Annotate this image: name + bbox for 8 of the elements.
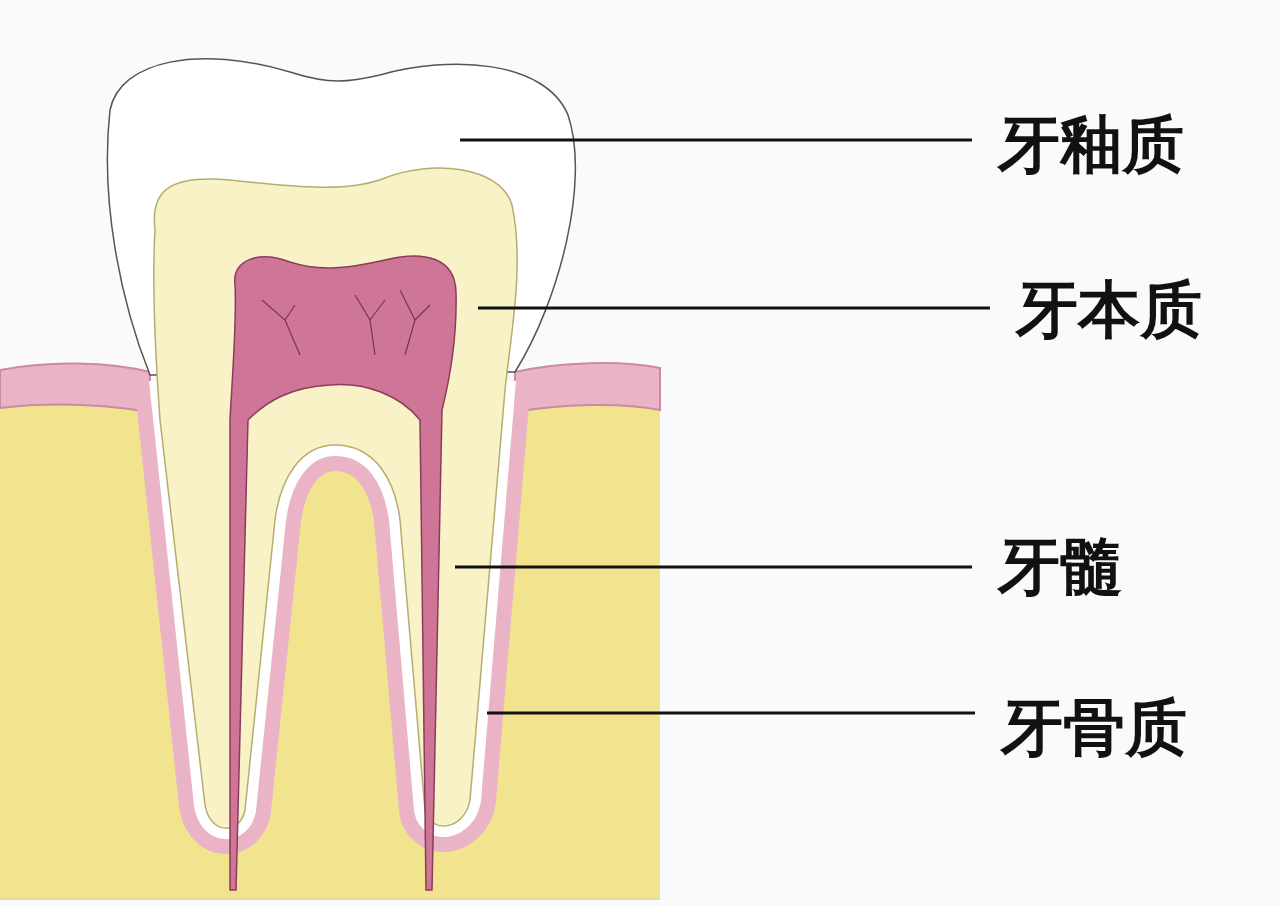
leader-line bbox=[487, 711, 975, 715]
leader-line bbox=[455, 565, 972, 569]
part-label: 牙骨质 bbox=[975, 697, 1187, 759]
part-label: 牙釉质 bbox=[972, 114, 1184, 176]
part-label: 牙髓 bbox=[972, 536, 1122, 598]
leader-line bbox=[460, 138, 972, 142]
part-label: 牙本质 bbox=[990, 279, 1202, 341]
leader-line bbox=[478, 306, 990, 310]
